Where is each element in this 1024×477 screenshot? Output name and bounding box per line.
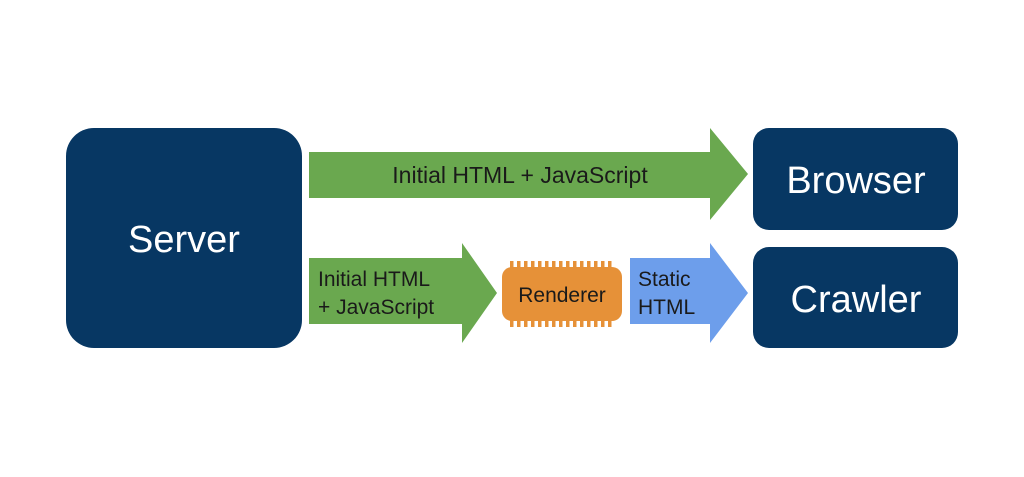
chip-pin — [510, 319, 514, 327]
chip-pin — [566, 261, 570, 269]
chip-pin — [552, 261, 556, 269]
bottom-arrow-label-2: + JavaScript — [318, 296, 434, 319]
chip-pin — [510, 261, 514, 269]
chip-pin — [580, 261, 584, 269]
chip-pin — [573, 261, 577, 269]
server-box — [66, 128, 302, 348]
server-label: Server — [128, 219, 240, 261]
chip-pin — [524, 261, 528, 269]
crawler-label: Crawler — [791, 279, 922, 321]
chip-pin — [608, 319, 612, 327]
chip-pin — [566, 319, 570, 327]
chip-pin — [601, 261, 605, 269]
chip-pin — [538, 319, 542, 327]
browser-box — [753, 128, 958, 230]
chip-pin — [580, 319, 584, 327]
chip-pin — [587, 319, 591, 327]
chip-pin — [538, 261, 542, 269]
static-label-2: HTML — [638, 296, 695, 319]
chip-pin — [573, 319, 577, 327]
chip-pin — [517, 319, 521, 327]
bottom-arrow-label-1: Initial HTML — [318, 268, 430, 291]
chip-pin — [552, 319, 556, 327]
chip-pin — [559, 261, 563, 269]
browser-label: Browser — [786, 160, 926, 202]
renderer-chip: Renderer — [502, 261, 622, 327]
chip-pin — [587, 261, 591, 269]
chip-pin — [531, 319, 535, 327]
blue-arrow — [630, 243, 748, 343]
chip-pin — [601, 319, 605, 327]
chip-pin — [545, 261, 549, 269]
crawler-box — [753, 247, 958, 348]
renderer-label: Renderer — [518, 284, 606, 307]
bottom-green-arrow — [309, 243, 497, 343]
chip-pin — [531, 261, 535, 269]
chip-pin — [545, 319, 549, 327]
chip-pin — [594, 261, 598, 269]
static-label-1: Static — [638, 268, 691, 291]
chip-pin — [608, 261, 612, 269]
top-green-arrow — [309, 128, 748, 220]
chip-pin — [559, 319, 563, 327]
chip-pin — [517, 261, 521, 269]
top-arrow-label: Initial HTML + JavaScript — [392, 162, 648, 188]
chip-pin — [594, 319, 598, 327]
chip-pin — [524, 319, 528, 327]
